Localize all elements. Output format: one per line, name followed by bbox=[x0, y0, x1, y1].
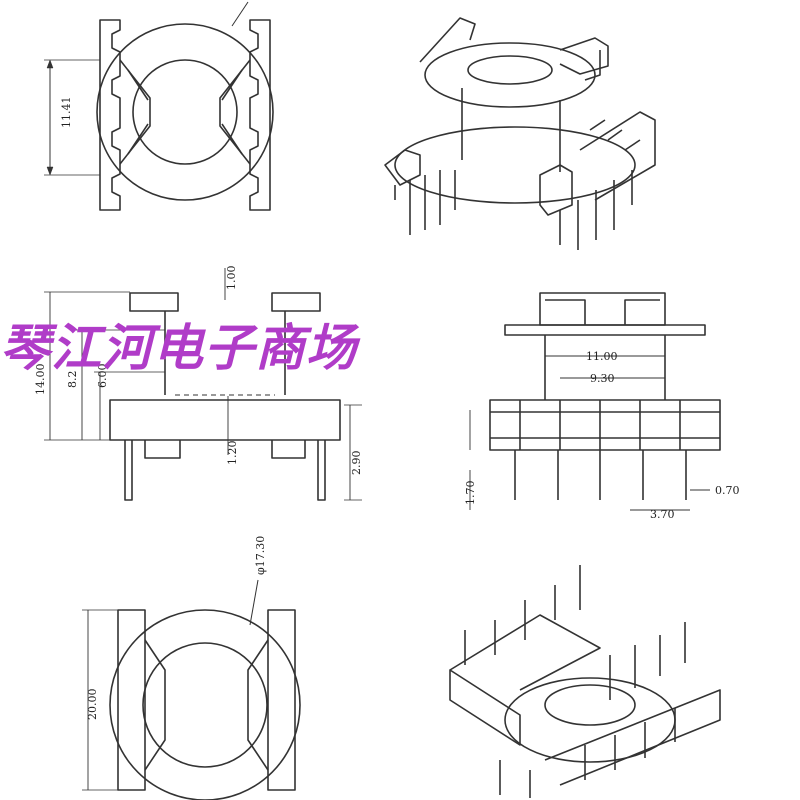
dim-front-h3: 6.00 bbox=[96, 364, 109, 389]
dim-front-pin: 2.90 bbox=[350, 451, 363, 476]
isometric-view-bottom bbox=[449, 565, 721, 798]
dim-front-h2: 8.2 bbox=[66, 371, 79, 389]
dim-side-pitch: 3.70 bbox=[650, 508, 675, 521]
dim-side-pin-dia: 0.70 bbox=[715, 484, 740, 497]
bottom-view-bobbin bbox=[82, 579, 301, 800]
watermark-label: 琴江河电子商场 bbox=[0, 318, 357, 377]
dim-front-total: 14.00 bbox=[34, 364, 47, 396]
side-elevation-view bbox=[469, 292, 721, 511]
front-elevation-view bbox=[44, 268, 362, 501]
dim-side-base: 1.70 bbox=[464, 481, 477, 506]
watermark-text: 琴江河电子商场 bbox=[0, 308, 800, 380]
dim-bottom-height: 20.00 bbox=[86, 689, 99, 721]
dim-front-top: 1.00 bbox=[225, 266, 238, 291]
dim-bottom-diameter: φ17.30 bbox=[254, 536, 267, 575]
dim-side-outer: 11.00 bbox=[586, 350, 618, 363]
dim-top-height: 11.41 bbox=[60, 97, 73, 129]
dim-front-flange: 1.20 bbox=[226, 441, 239, 466]
isometric-view-top bbox=[384, 17, 656, 250]
top-view-bobbin bbox=[44, 1, 274, 211]
dim-side-inner: 9.30 bbox=[590, 372, 615, 385]
